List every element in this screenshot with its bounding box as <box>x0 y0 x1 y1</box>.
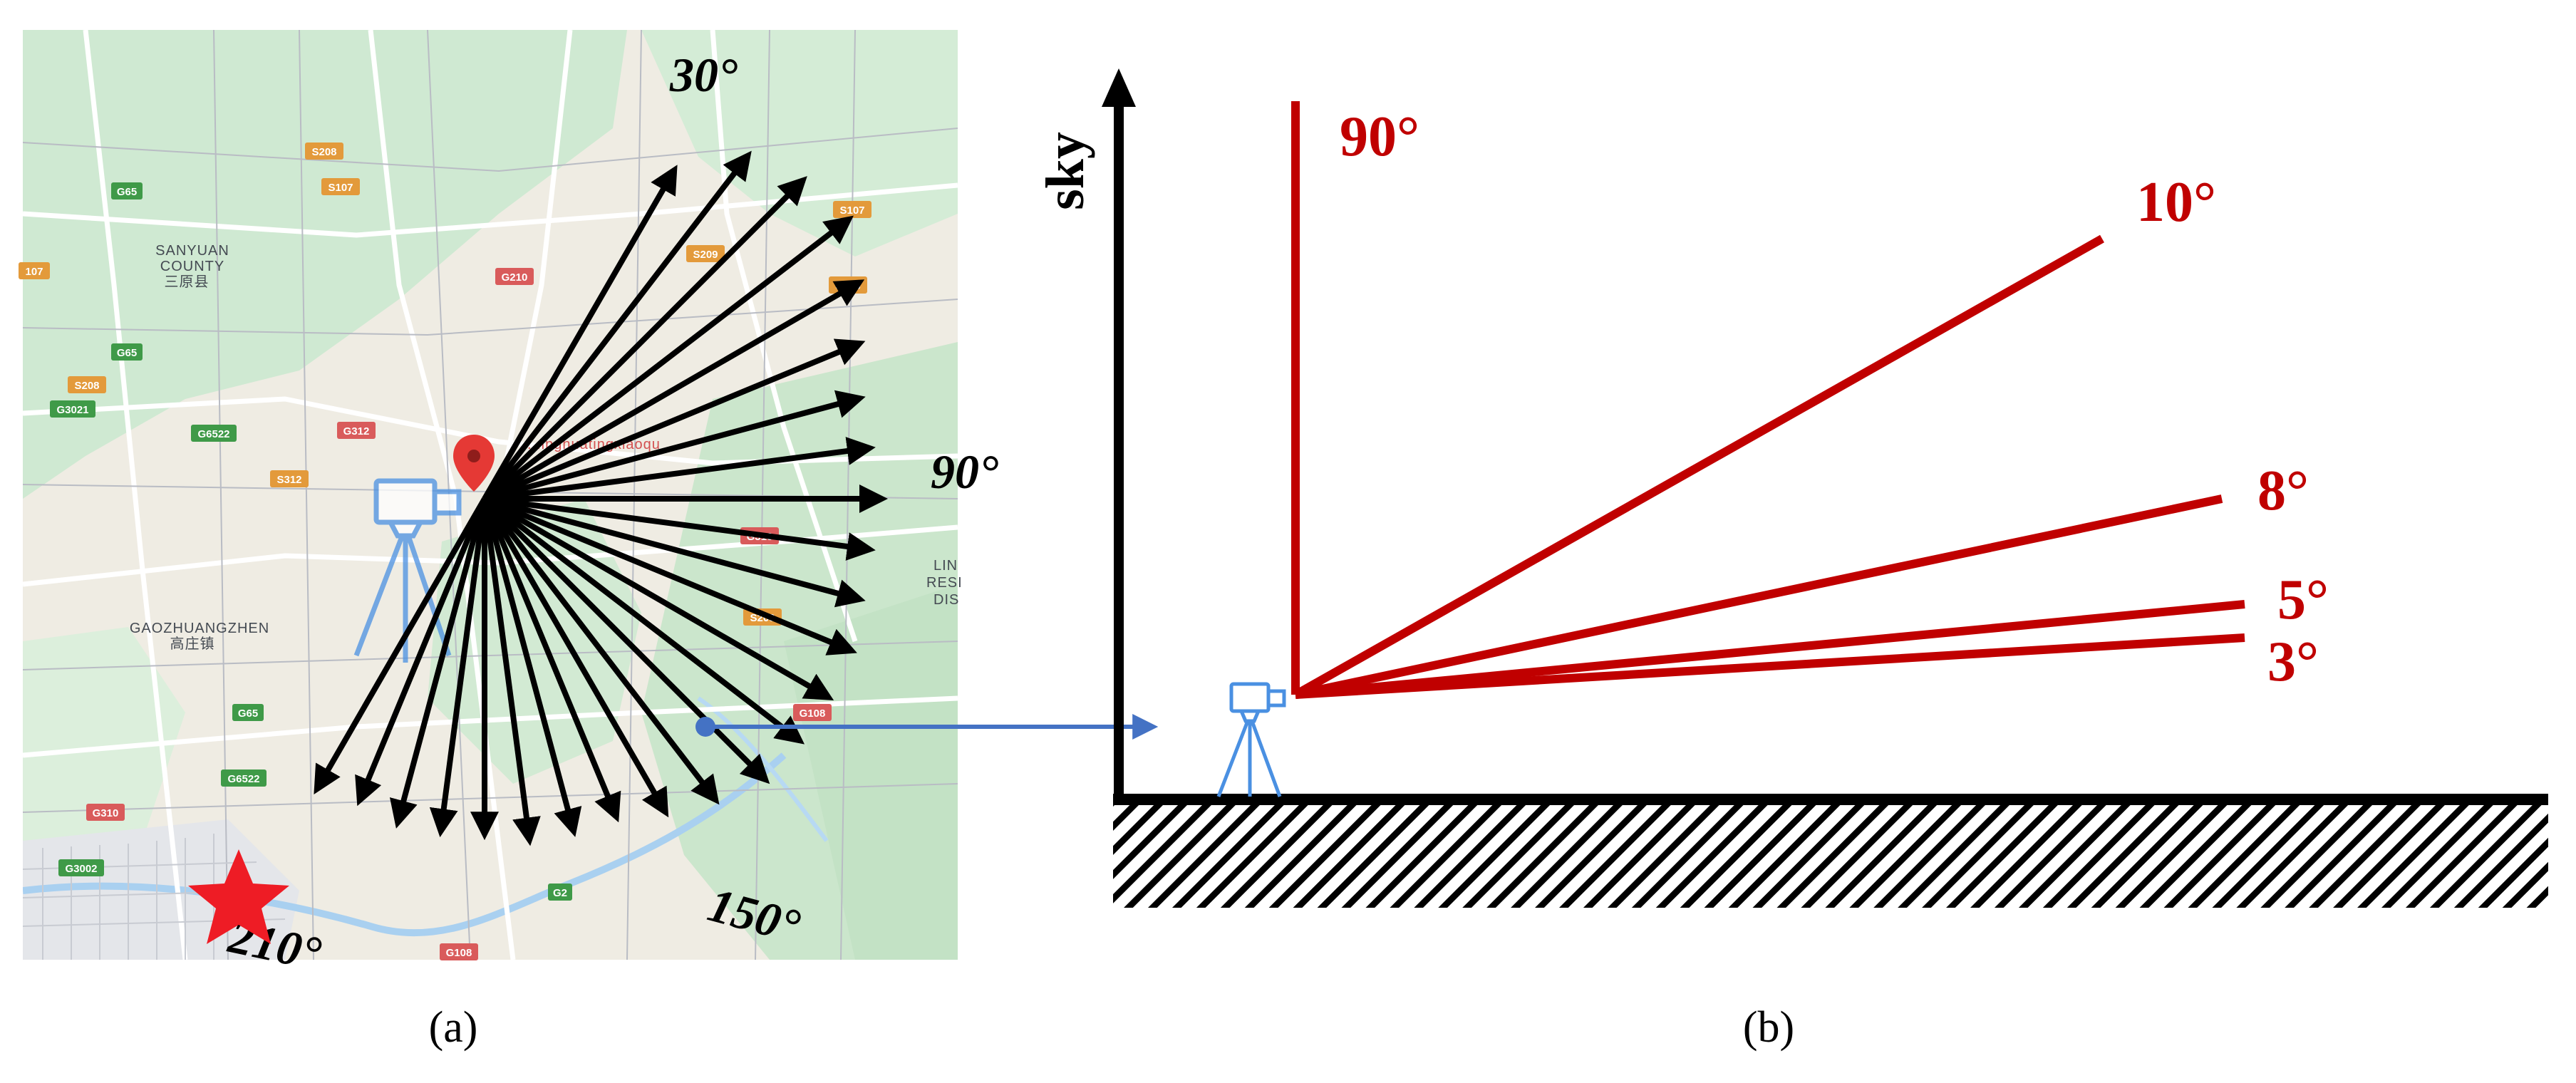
panel-a-caption: (a) <box>429 1003 478 1052</box>
place-resi-line2: RESI <box>926 575 963 591</box>
road-shield <box>232 704 264 721</box>
azimuth-ray-52.5 <box>482 215 854 502</box>
azimuth-ray-120 <box>482 496 834 701</box>
road-shield <box>86 804 125 821</box>
road-shield-label: S107 <box>839 204 864 217</box>
place-sanyuan-line1: SANYUAN <box>155 243 229 259</box>
road-shield <box>321 178 360 195</box>
road-shield-label: G6522 <box>227 773 259 785</box>
road-shield-label: S208 <box>74 380 99 392</box>
elevation-ray-10 <box>1293 234 2104 699</box>
azimuth-ray-127.5 <box>482 496 805 745</box>
road-shield <box>111 182 143 200</box>
azimuth-ray-142.5 <box>482 497 720 805</box>
azimuth-ray-112.5 <box>483 496 857 656</box>
map-minor-roads <box>23 30 958 960</box>
road-shield <box>19 262 50 279</box>
elevation-ray-8 <box>1294 494 2223 699</box>
sky-axis-label: sky <box>1035 132 1095 210</box>
star-icon <box>188 849 289 944</box>
place-sanyuan-line2: COUNTY <box>160 259 224 274</box>
azimuth-ray-172.5 <box>482 498 541 846</box>
place-gaozhuang-line1: GAOZHUANGZHEN <box>130 621 269 636</box>
azimuth-ray-30 <box>482 165 678 500</box>
azimuth-ray-45 <box>482 176 807 501</box>
place-resi-line1: LIN <box>933 558 958 574</box>
azimuth-ray-67.5 <box>483 338 866 502</box>
road-shield <box>440 943 478 960</box>
camera-tripod-icon-a <box>353 478 462 663</box>
azimuth-label-90: 90° <box>931 445 998 499</box>
road-shield-label: G3021 <box>56 404 88 416</box>
road-shield-label: G310 <box>93 807 119 819</box>
azimuth-ray-75 <box>483 390 866 502</box>
panel-b-elevation: sky 90° 10° 8° 5° 3° (b) <box>1035 68 2548 1052</box>
elevation-label-90: 90° <box>1340 105 1419 168</box>
road-shield <box>305 142 343 160</box>
road-shield-label: 107 <box>25 266 43 278</box>
road-shield <box>58 859 104 876</box>
road-shield-label: S208 <box>311 146 336 158</box>
azimuth-ray-60 <box>483 279 865 502</box>
azimuth-ray-37.5 <box>482 150 752 501</box>
elevation-label-10: 10° <box>2136 171 2216 234</box>
road-shield <box>833 201 871 218</box>
ground-hatch <box>1113 802 2548 908</box>
panel-connector-arrow <box>695 714 1159 740</box>
road-shield-label: G3002 <box>65 863 97 875</box>
road-shield <box>191 425 237 442</box>
azimuth-ray-97.5 <box>484 496 876 561</box>
road-shield <box>548 884 572 901</box>
road-shield-label: G65 <box>117 186 137 198</box>
road-shield-label: G2 <box>553 887 567 899</box>
elevation-label-3: 3° <box>2267 631 2319 693</box>
road-shield-label: G210 <box>502 271 528 284</box>
panel-b-caption: (b) <box>1743 1003 1794 1052</box>
road-shield-label: G312 <box>343 425 370 437</box>
place-resi-line3: DIS <box>933 592 959 608</box>
road-shield-label: G6522 <box>197 428 229 440</box>
road-shield <box>221 770 267 787</box>
road-shield <box>495 268 534 285</box>
azimuth-ray-135 <box>482 497 770 784</box>
place-sanyuan-line3: 三原县 <box>165 274 210 290</box>
road-shield <box>111 343 143 361</box>
road-shield-label: S107 <box>328 182 353 194</box>
elevation-label-8: 8° <box>2257 460 2309 522</box>
road-shield <box>337 422 376 439</box>
azimuth-ray-157.5 <box>482 497 621 823</box>
road-shield-label: G65 <box>238 708 258 720</box>
location-pin-icon <box>453 435 495 492</box>
azimuth-rays <box>314 150 888 846</box>
road-shield-label: G65 <box>117 347 137 359</box>
place-gaozhuang-line2: 高庄镇 <box>170 636 215 652</box>
azimuth-ray-165 <box>482 497 582 837</box>
azimuth-ray-150 <box>482 497 669 818</box>
azimuth-ray-210 <box>314 497 487 795</box>
sky-axis-arrowhead <box>1102 68 1136 107</box>
azimuth-ray-105 <box>483 496 866 608</box>
elevation-label-5: 5° <box>2277 569 2329 631</box>
panel-a-map: SANYUAN COUNTY 三原县 GAOZHUANGZHEN 高庄镇 LIN… <box>19 30 998 1052</box>
elevation-ray-3 <box>1295 633 2245 699</box>
camera-tripod-icon-b <box>1216 682 1286 797</box>
road-shield-label: S312 <box>276 474 301 486</box>
road-shield <box>686 245 725 262</box>
azimuth-label-30: 30° <box>669 48 738 102</box>
road-shield <box>50 400 95 418</box>
elevation-rays <box>1291 101 2245 699</box>
road-shield-label: G108 <box>800 708 826 720</box>
elevation-ray-5 <box>1295 600 2245 699</box>
azimuth-ray-187.5 <box>429 498 487 838</box>
azimuth-ray-82.5 <box>484 437 876 502</box>
road-shield <box>68 376 106 393</box>
road-shield-label: G108 <box>446 947 472 959</box>
azimuth-ray-195 <box>389 497 487 829</box>
road-shield <box>270 470 309 487</box>
azimuth-ray-202.5 <box>355 497 487 807</box>
road-shield-label: S209 <box>693 249 718 261</box>
